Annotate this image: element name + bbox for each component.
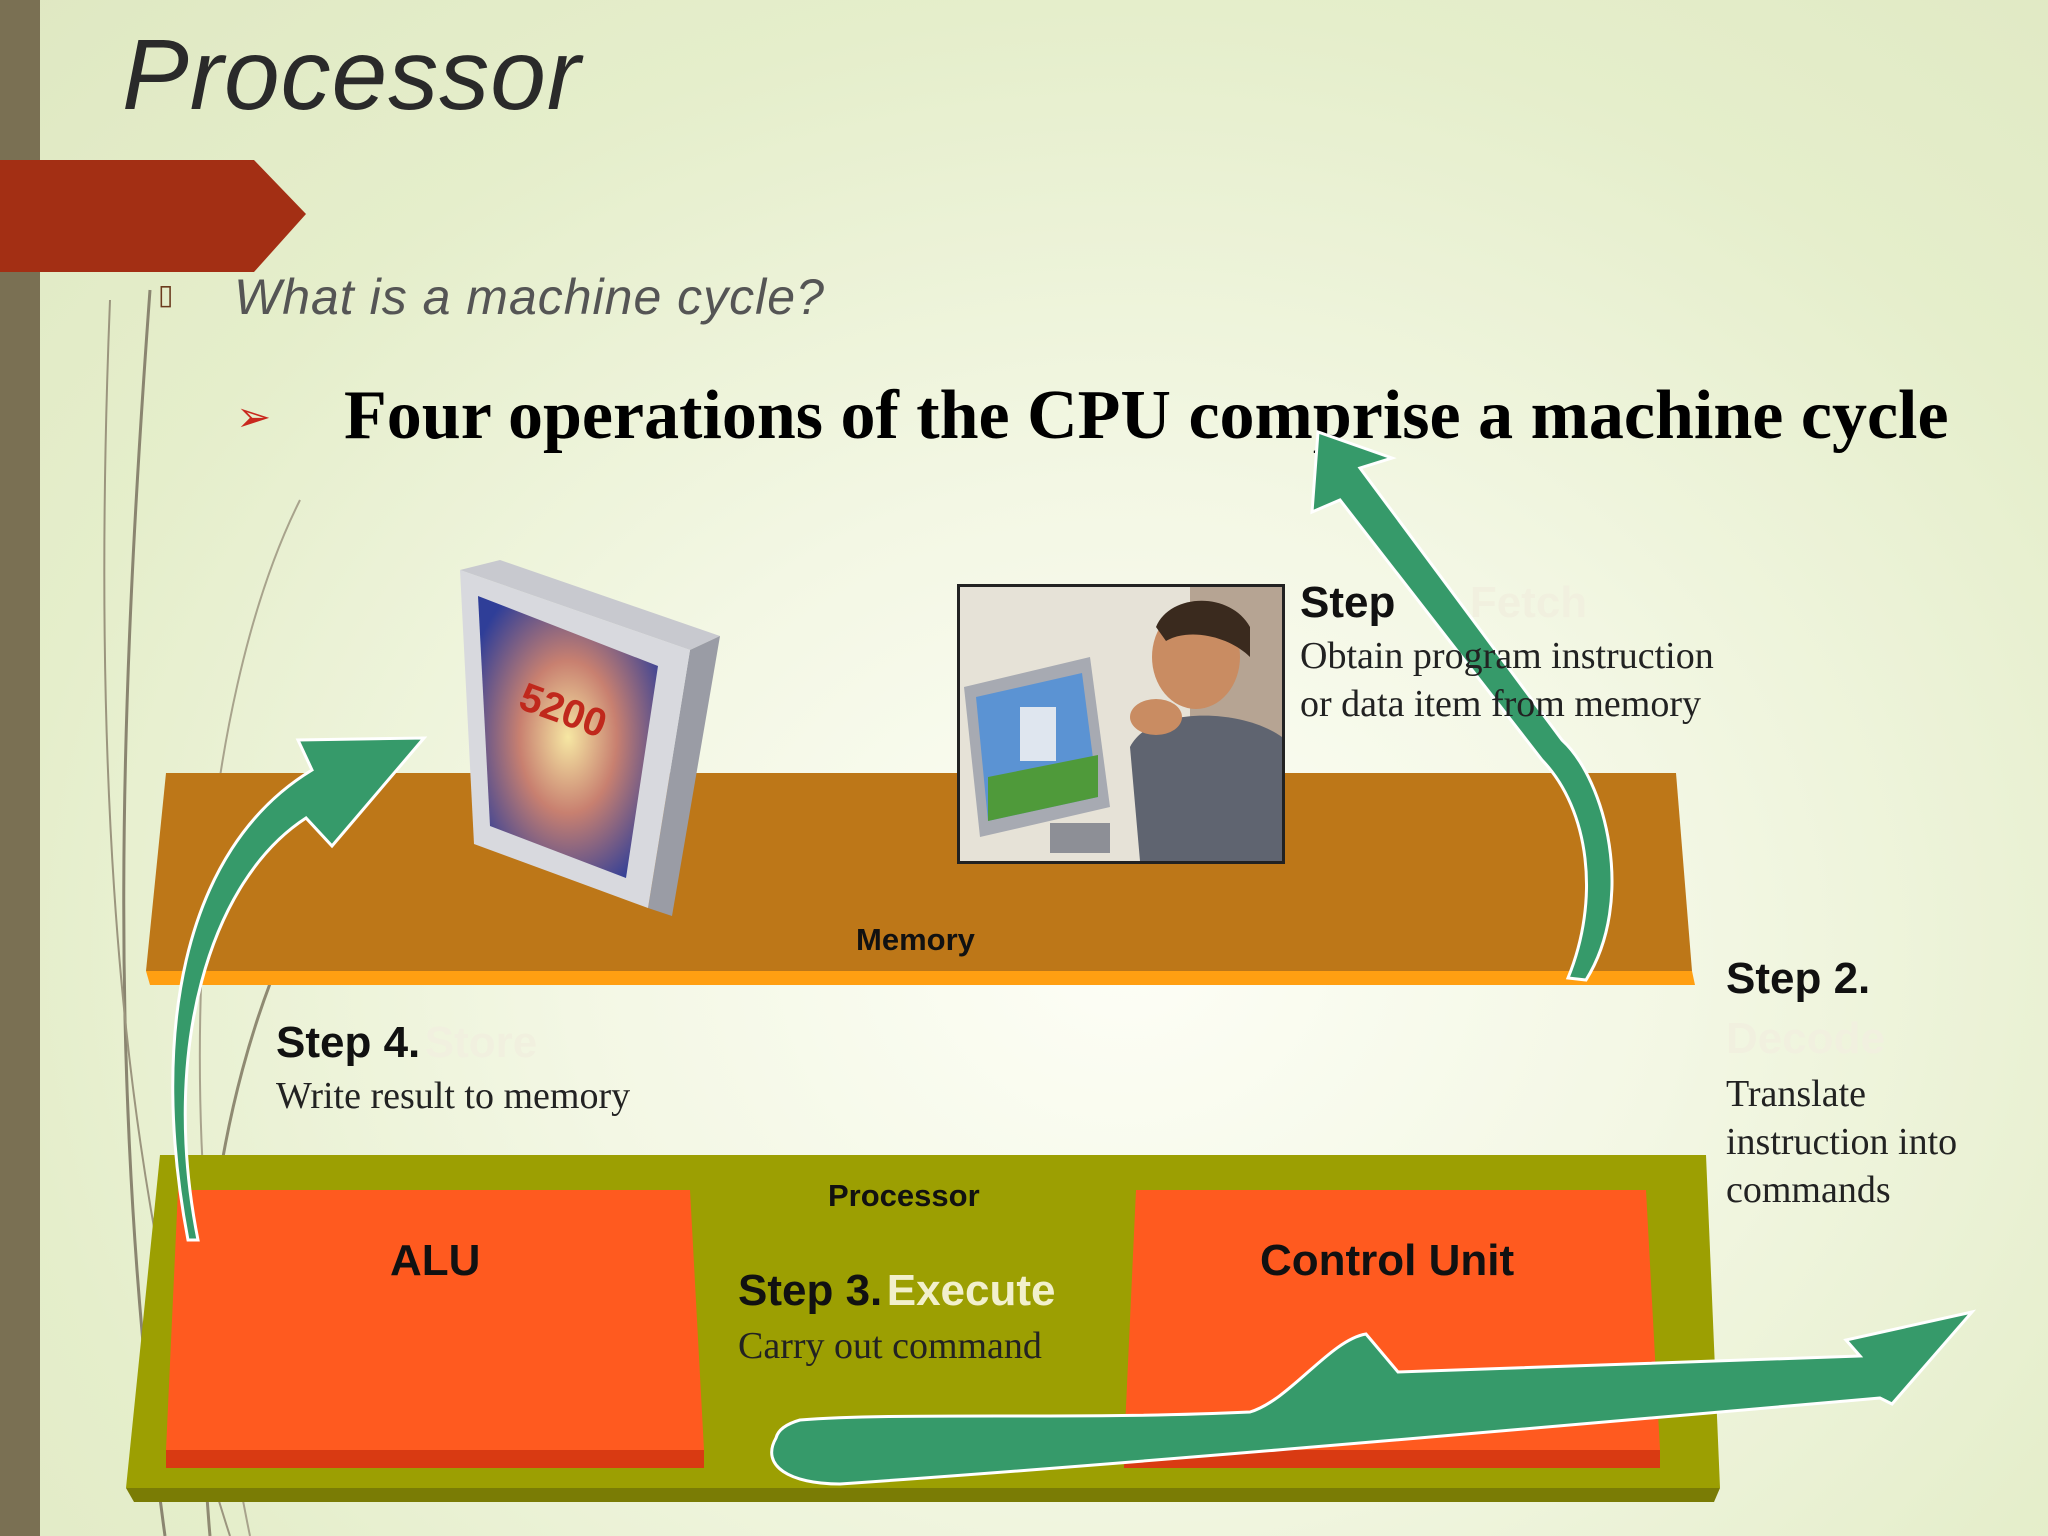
step-store-line1: Write result to memory — [276, 1075, 631, 1117]
fetch-arrow — [1310, 429, 1614, 982]
step-execute-name: Execute — [886, 1266, 1056, 1315]
step-execute-heading: Step 3. Execute — [738, 1266, 1056, 1316]
step-execute-prefix: Step 3. — [738, 1266, 883, 1315]
control-unit-label: Control Unit — [1260, 1236, 1515, 1285]
step-store-name: Store — [424, 1018, 538, 1067]
alu-label: ALU — [390, 1236, 481, 1285]
slide-title: Processor — [122, 19, 582, 131]
memory-label: Memory — [856, 922, 975, 957]
headline: Four operations of the CPU comprise a ma… — [344, 377, 1949, 454]
step-store-heading: Step 4. Store — [276, 1018, 537, 1068]
step-store-prefix: Step 4. — [276, 1018, 421, 1067]
person-at-computer-image — [957, 584, 1285, 864]
step-fetch-line2: or data item from memory — [1300, 683, 1701, 725]
monitor-icon: 5200 — [460, 560, 720, 916]
alu-box — [166, 1190, 704, 1468]
step-decode-line3: commands — [1726, 1169, 1891, 1211]
list-bullet-icon: ▯ — [158, 279, 174, 310]
step-execute-line1: Carry out command — [738, 1325, 1042, 1367]
arrow-bullet-icon: ➢ — [236, 393, 272, 440]
step-fetch-heading: Step Fetch — [1300, 578, 1587, 628]
red-tab-decoration — [0, 160, 306, 272]
processor-label: Processor — [828, 1178, 980, 1213]
step-decode-prefix: Step 2. — [1726, 954, 1871, 1003]
store-arrow — [171, 736, 428, 1242]
decode-arrow — [770, 1309, 1977, 1486]
step-fetch-line1: Obtain program instruction — [1300, 635, 1714, 677]
step-decode-name: Decode — [1726, 1014, 1885, 1063]
step-decode-line2: instruction into — [1726, 1121, 1958, 1163]
step-fetch-name: Fetch — [1469, 578, 1588, 627]
step-fetch-prefix: Step — [1300, 578, 1396, 627]
bullet-question: What is a machine cycle? — [234, 269, 825, 325]
step-decode-line1: Translate — [1726, 1073, 1867, 1115]
